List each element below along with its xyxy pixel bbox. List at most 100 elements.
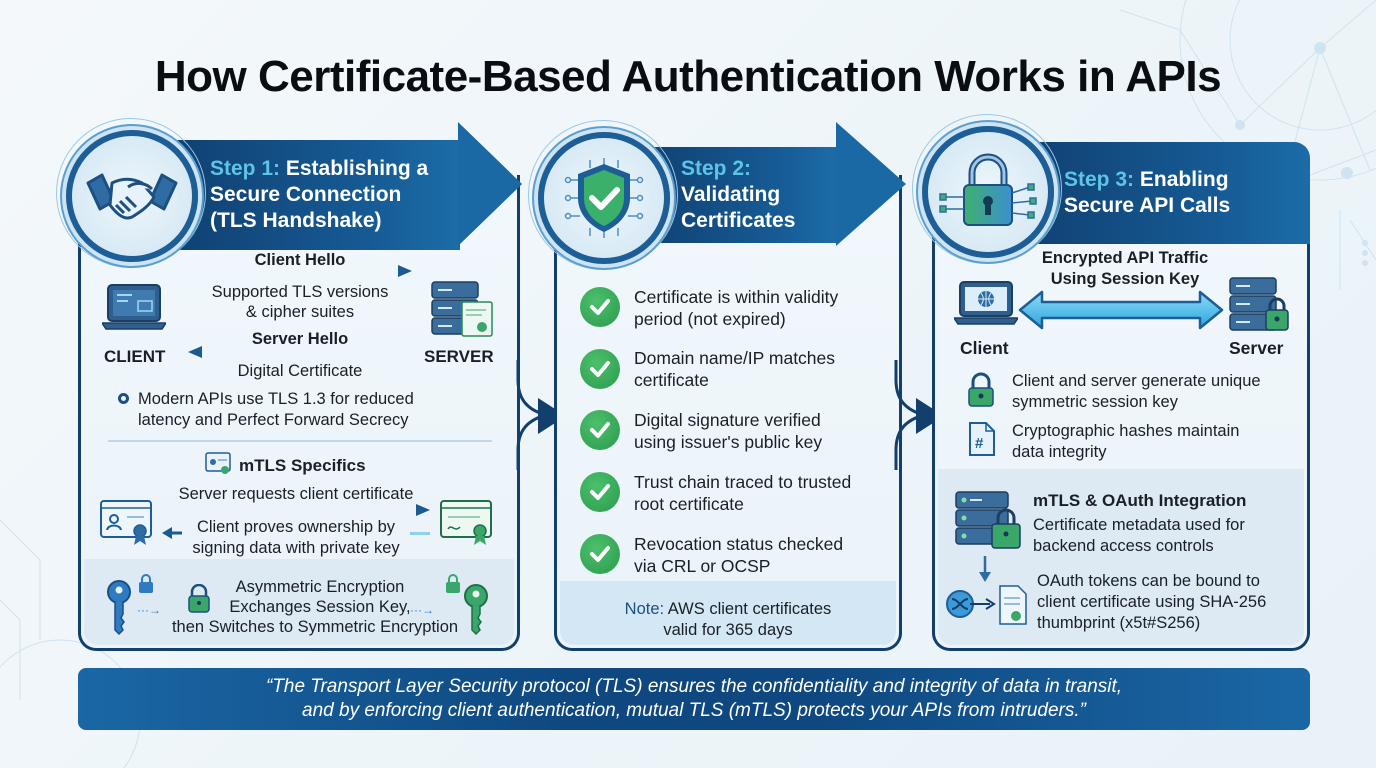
step3-title-line1: Enabling [1139,168,1229,191]
check-icon [580,472,620,512]
tls13-note-line1: Modern APIs use TLS 1.3 for reduced [138,390,414,408]
check-icon [580,534,620,574]
client-hello-arrow [188,265,412,277]
oauth-line3: thumbprint (x5t#S256) [1037,614,1201,632]
check-5-line1: Revocation status checked [634,534,844,554]
tls13-note-line2: latency and Perfect Forward Secrecy [138,411,409,429]
check-5-line2: via CRL or OCSP [634,556,771,576]
check-3-line2: using issuer's public key [634,432,823,452]
mtls-proof-line1: Client proves ownership by [196,518,396,536]
oauth-line2: client certificate using SHA-256 [1037,593,1267,611]
client-hello-detail-2: & cipher suites [245,303,355,321]
mtls-proof-dash [410,532,430,535]
divider [108,440,492,442]
padlock-icon [188,584,210,613]
check-icon [580,349,620,389]
check-2-line2: certificate [634,370,709,390]
server-hello-detail: Digital Certificate [237,362,363,380]
integration-heading: mTLS & OAuth Integration [1033,491,1247,510]
client-hello-detail-1: Supported TLS versions [211,283,389,301]
step1-title-line3: (TLS Handshake) [210,209,382,232]
session-key-lock-icon [968,372,994,407]
step3-medallion [922,126,1054,258]
page-title: How Certificate-Based Authentication Wor… [154,52,1222,101]
mtls-specifics-heading: mTLS Specifics [239,456,366,475]
quote-line1: “The Transport Layer Security protocol (… [265,676,1123,697]
mtls-request-text: Server requests client certificate [178,485,414,503]
step1-title-line1: Establishing a [285,157,429,180]
step1-medallion-ring [56,118,206,268]
step2-number: Step 2: [681,157,752,180]
step1-number: Step 1: [210,157,281,180]
encryption-line3: then Switches to Symmetric Encryption [171,618,459,636]
encryption-line2: Exchanges Session Key, [229,598,411,616]
server-lock-icon [1229,277,1289,331]
step2-title-line2: Certificates [681,209,796,232]
check-3-line1: Digital signature verified [634,410,821,430]
session-key-line2: symmetric session key [1012,393,1178,411]
session-key-line1: Client and server generate unique [1012,372,1261,390]
check-4-line1: Trust chain traced to trusted [634,472,852,492]
step3-title-line2: Secure API Calls [1064,194,1231,217]
integration-line2: backend access controls [1033,537,1214,555]
hash-line1: Cryptographic hashes maintain [1012,422,1240,440]
aws-note-line2: valid for 365 days [663,621,793,639]
mtls-request-arrow [160,504,430,516]
aws-note-line1: Note: AWS client certificates [560,599,896,620]
check-1-line2: period (not expired) [634,309,786,329]
bidirectional-traffic-arrow [1018,290,1224,330]
encryption-line1: Asymmetric Encryption [235,578,405,596]
server-hello-arrow [188,346,412,358]
certificate-badge-icon [205,452,231,474]
step2-arrowhead [836,122,906,246]
mtls-proof-line2: signing data with private key [192,539,400,557]
server-hello-label: Server Hello [251,330,349,348]
oauth-token-binding-icon [946,585,1027,625]
client-hello-label: Client Hello [254,251,346,269]
check-icon [580,287,620,327]
check-4-line2: root certificate [634,494,744,514]
svg-text:···→: ···→ [410,603,434,617]
step1-title-line2: Secure Connection [210,183,402,206]
step3-medallion-ring [912,114,1062,264]
asymmetric-key-icon: ···→ [107,574,161,636]
down-arrow-icon [979,556,991,582]
server-label: SERVER [424,347,494,366]
step1-arrowhead [458,122,522,246]
shield-check-icon [564,158,644,238]
encrypted-traffic-line1: Encrypted API Traffic [1041,249,1209,267]
handshake-icon [86,173,178,220]
step3-number: Step 3: [1064,168,1135,191]
symmetric-key-icon: ···→ [410,574,488,636]
step3-server-label: Server [1229,338,1284,358]
step2-medallion-ring [528,120,678,270]
server-certificate-icon [431,281,493,337]
tls-quote-banner: “The Transport Layer Security protocol (… [78,668,1310,730]
note-label: Note: [624,600,665,618]
quote-line2: and by enforcing client authentication, … [302,700,1086,721]
hash-line2: data integrity [1012,443,1107,461]
step2-title-line1: Validating [681,183,781,206]
hash-document-icon: # [969,422,995,456]
client-label: CLIENT [104,347,166,366]
check-2-line1: Domain name/IP matches [634,348,836,368]
server-lock-integration-icon [955,491,1021,549]
bullet-icon [118,393,129,404]
oauth-line1: OAuth tokens can be bound to [1037,572,1260,590]
server-certificate-badge-icon [440,500,492,545]
integration-line1: Certificate metadata used for [1033,516,1245,534]
encryption-summary-box [84,559,514,645]
check-icon [580,410,620,450]
aws-note-box [560,581,896,645]
check-1-line1: Certificate is within validity [634,287,839,307]
svg-text:#: # [975,435,984,452]
step1-medallion [66,130,198,262]
client-certificate-icon [100,500,152,545]
client-laptop-icon [102,284,166,330]
encrypted-traffic-line2: Using Session Key [1050,270,1200,288]
mtls-proof-arrow [162,527,182,539]
step2-medallion [538,132,670,264]
note-text: AWS client certificates [664,600,832,618]
padlock-circuit-icon [939,153,1037,226]
client-laptop-globe-icon [954,281,1018,325]
